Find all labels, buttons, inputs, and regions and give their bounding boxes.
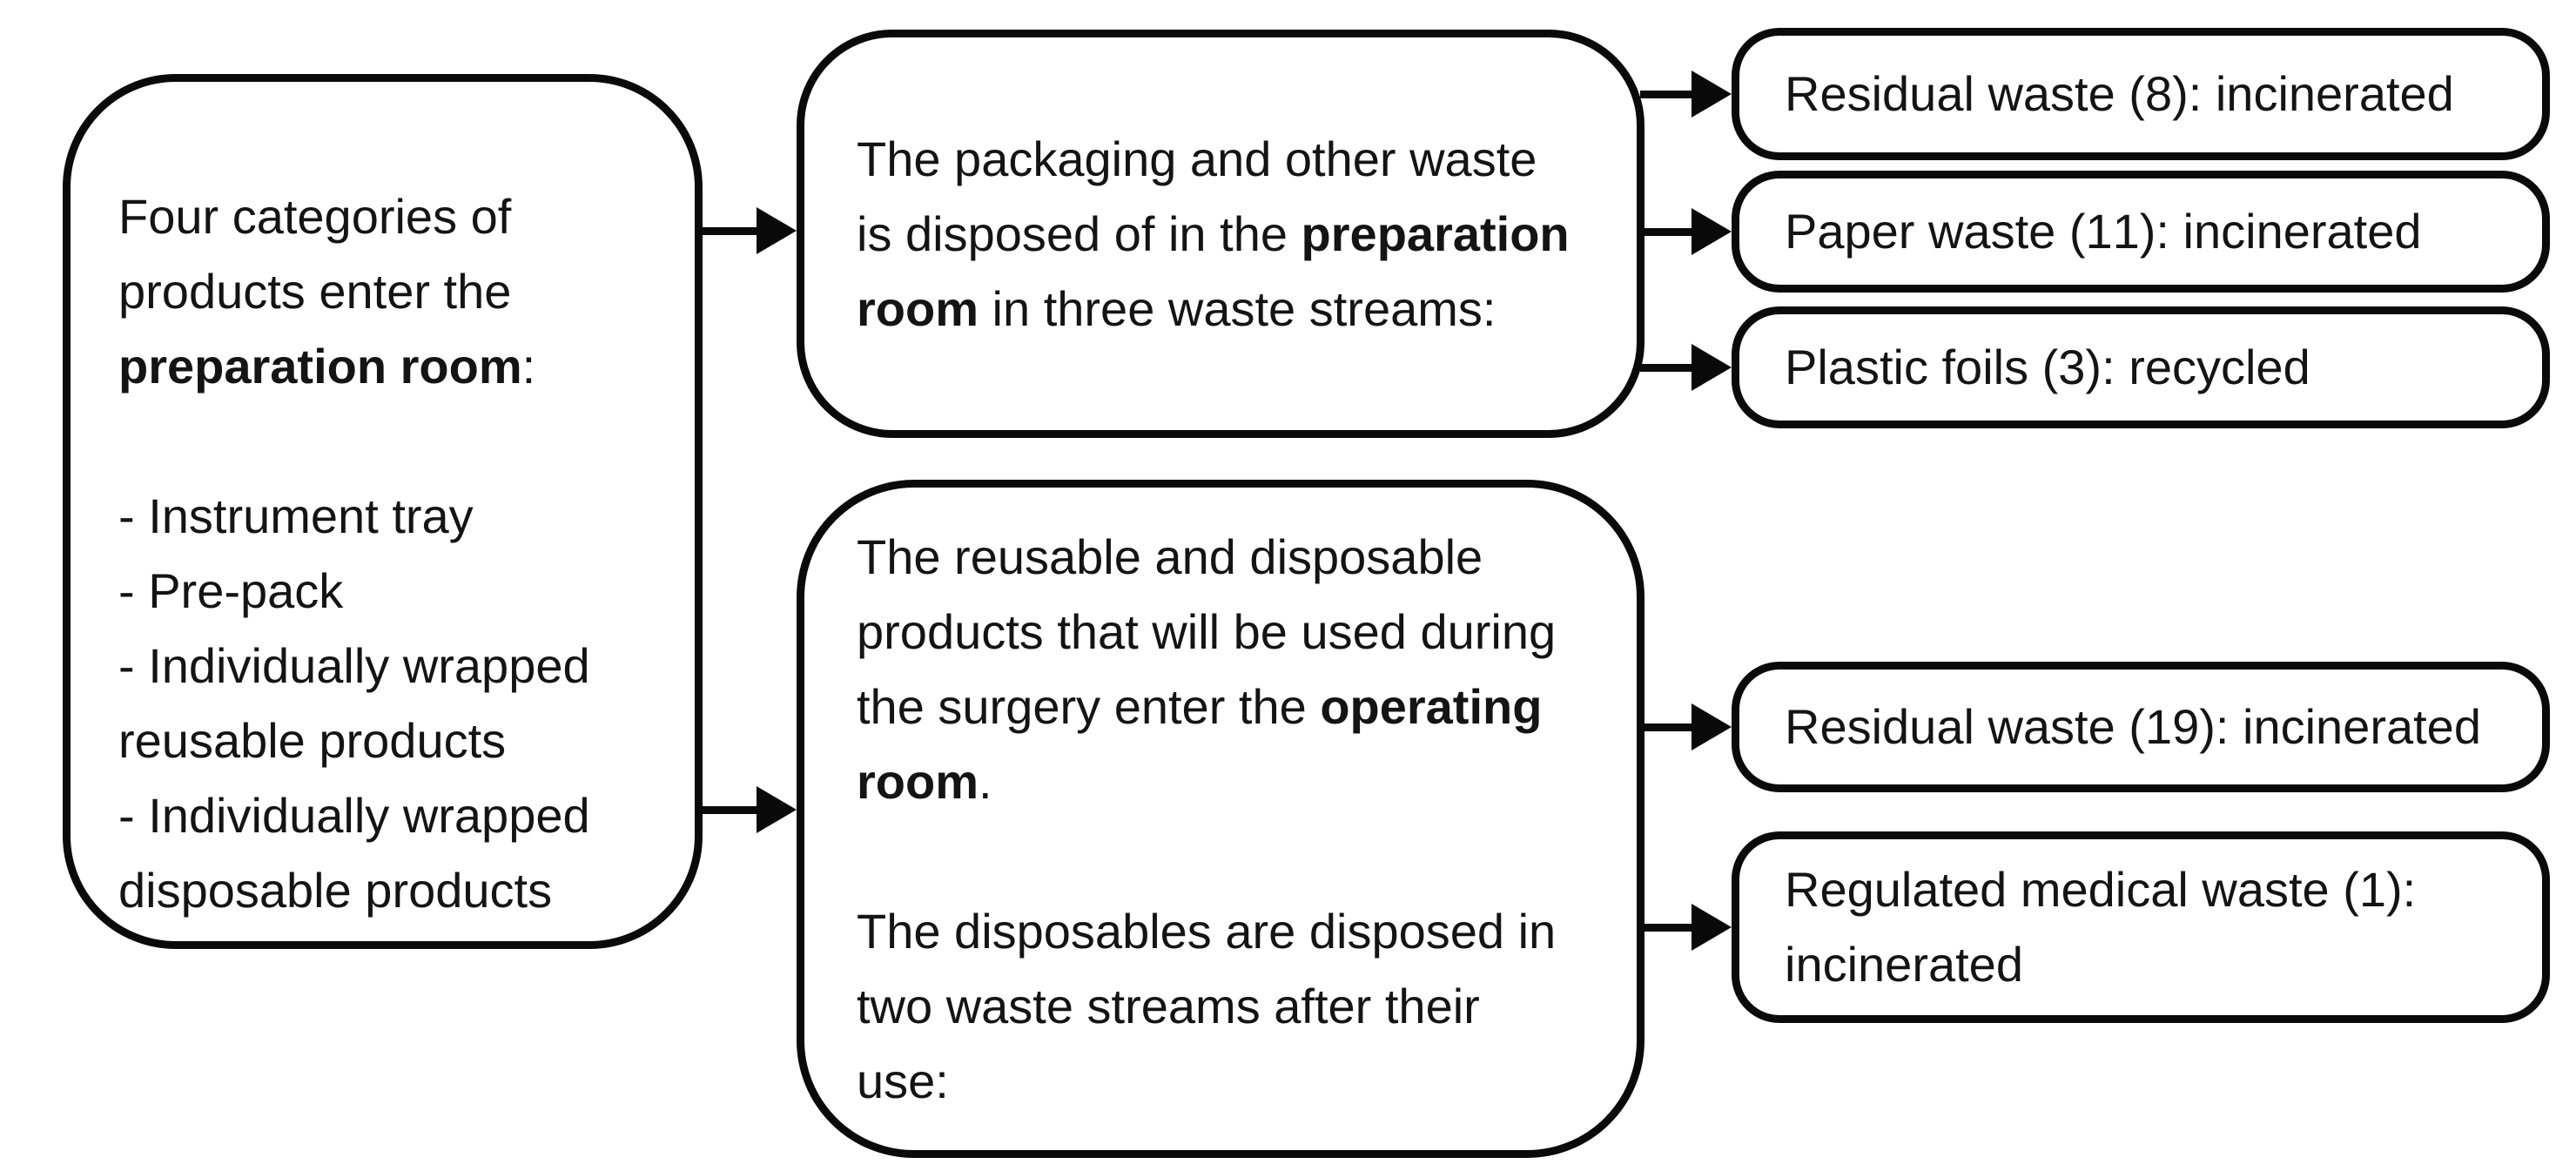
- arrow-shaft: [1640, 923, 1692, 932]
- residual-waste-19-box: Residual waste (19): incinerated: [1732, 662, 2550, 792]
- arrow-shaft: [1640, 723, 1692, 731]
- arrow-shaft: [1640, 90, 1692, 98]
- paper-waste-11-label: Paper waste (11): incinerated: [1785, 204, 2422, 259]
- residual-waste-8-box: Residual waste (8): incinerated: [1732, 28, 2550, 160]
- arrow-head-icon: [1692, 208, 1732, 255]
- residual-waste-19-label: Residual waste (19): incinerated: [1785, 699, 2481, 754]
- arrow-preparation-to-plastic-foils: [1640, 344, 1732, 391]
- preparation-room-text: The packaging and other waste is dispose…: [857, 131, 1570, 336]
- regulated-medical-waste-1-box: Regulated medical waste (1): incinerated: [1732, 831, 2550, 1023]
- arrow-preparation-to-paper-waste: [1640, 208, 1732, 255]
- regulated-medical-waste-1-label: Regulated medical waste (1): incinerated: [1785, 862, 2417, 992]
- arrow-preparation-to-residual-waste: [1640, 71, 1732, 118]
- arrow-head-icon: [757, 207, 797, 254]
- preparation-room-box: The packaging and other waste is dispose…: [797, 30, 1644, 438]
- arrow-head-icon: [1692, 703, 1732, 750]
- plastic-foils-3-label: Plastic foils (3): recycled: [1785, 340, 2310, 394]
- arrow-shaft: [1640, 363, 1692, 372]
- product-category-item: - Instrument tray: [118, 488, 474, 543]
- plastic-foils-3-box: Plastic foils (3): recycled: [1732, 306, 2550, 428]
- arrow-source-to-preparation-room: [699, 207, 797, 254]
- arrow-operating-to-regulated-medical-waste: [1640, 904, 1732, 951]
- paper-waste-11-box: Paper waste (11): incinerated: [1732, 171, 2550, 293]
- arrow-head-icon: [1692, 344, 1732, 391]
- operating-room-box: The reusable and disposable products tha…: [797, 480, 1644, 1158]
- product-category-item: - Individually wrapped reusable products: [118, 638, 590, 768]
- arrow-head-icon: [1692, 904, 1732, 951]
- arrow-shaft: [1640, 227, 1692, 236]
- arrow-shaft: [699, 805, 757, 814]
- product-category-item: - Pre-pack: [118, 563, 344, 618]
- product-category-item: - Individually wrapped disposable produc…: [118, 788, 590, 918]
- operating-room-text: The reusable and disposable products tha…: [857, 528, 1557, 809]
- operating-room-disposal-text: The disposables are disposed in two wast…: [857, 903, 1557, 1108]
- arrow-head-icon: [1692, 71, 1732, 118]
- arrow-head-icon: [757, 786, 797, 833]
- product-categories-intro: Four categories of products enter the pr…: [118, 189, 536, 394]
- arrow-source-to-operating-room: [699, 786, 797, 833]
- arrow-shaft: [699, 226, 757, 235]
- arrow-operating-to-residual-waste: [1640, 703, 1732, 750]
- product-categories-box: Four categories of products enter the pr…: [63, 74, 703, 949]
- residual-waste-8-label: Residual waste (8): incinerated: [1785, 66, 2454, 121]
